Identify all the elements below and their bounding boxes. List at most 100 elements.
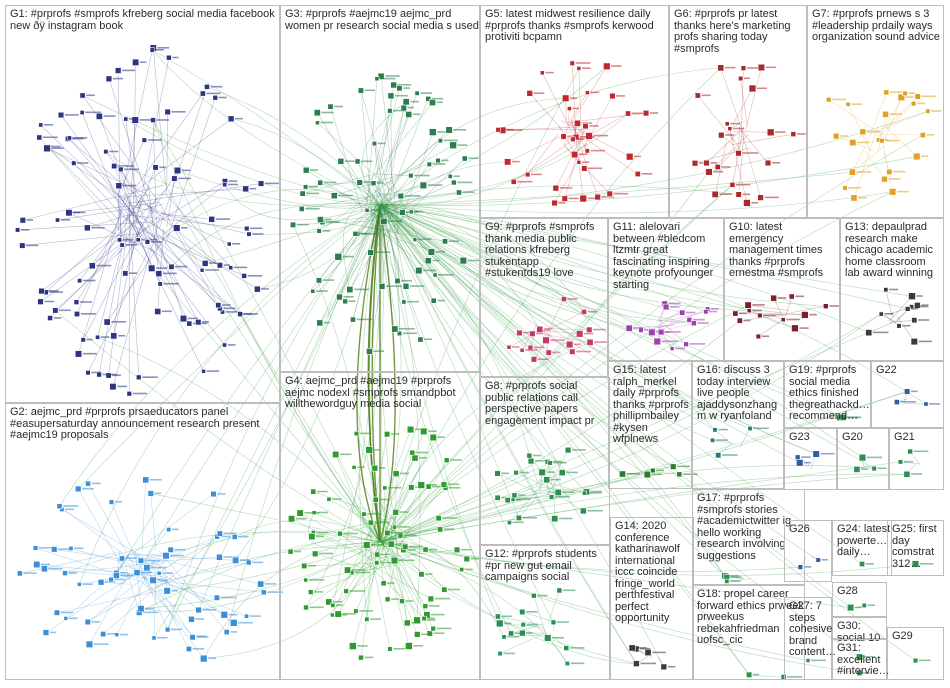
vertex-caption-mark bbox=[503, 652, 516, 655]
vertex-g1 bbox=[141, 137, 147, 143]
edge bbox=[670, 308, 708, 325]
edge bbox=[521, 324, 537, 351]
edge bbox=[369, 532, 388, 569]
edge bbox=[119, 239, 143, 245]
vertex-g3 bbox=[428, 99, 436, 107]
vertex-caption-mark bbox=[441, 159, 449, 162]
vertex-caption-mark bbox=[415, 451, 429, 454]
vertex-g21 bbox=[903, 470, 911, 478]
vertex-g5 bbox=[573, 119, 581, 127]
edge bbox=[19, 552, 120, 574]
vertex-g1 bbox=[71, 160, 77, 166]
vertex-caption-mark bbox=[501, 615, 512, 618]
vertex-caption-mark bbox=[437, 299, 446, 302]
vertex-caption-mark bbox=[404, 195, 421, 197]
edge bbox=[106, 235, 166, 323]
inter-group-edge bbox=[379, 320, 741, 543]
edge bbox=[87, 249, 150, 373]
vertex-caption-mark bbox=[122, 184, 137, 187]
vertex-caption-mark bbox=[570, 662, 585, 665]
vertex-caption-mark bbox=[677, 465, 690, 468]
vertex-caption-mark bbox=[296, 223, 309, 226]
edge bbox=[67, 138, 164, 219]
vertex-caption-mark bbox=[613, 192, 629, 195]
vertex-g22 bbox=[923, 401, 929, 407]
vertex-g4 bbox=[406, 425, 415, 434]
vertex-g1 bbox=[246, 231, 252, 237]
group-cell-g20: G20 bbox=[837, 428, 889, 490]
inter-group-edge bbox=[77, 204, 381, 490]
vertex-g3 bbox=[317, 179, 324, 186]
vertex-g1 bbox=[155, 270, 163, 278]
edge bbox=[543, 334, 591, 343]
vertex-g1 bbox=[179, 314, 188, 323]
vertex-g1 bbox=[118, 166, 124, 173]
vertex-caption-mark bbox=[398, 559, 415, 562]
inter-group-edge bbox=[379, 68, 580, 543]
vertex-caption-mark bbox=[587, 509, 603, 512]
vertex-g11 bbox=[669, 346, 675, 351]
group-cell-g28: G28 bbox=[832, 582, 887, 617]
vertex-g5 bbox=[526, 90, 533, 97]
vertex-caption-mark bbox=[150, 241, 162, 243]
edge bbox=[714, 429, 734, 446]
vertex-caption-mark bbox=[118, 334, 126, 337]
vertex-caption-mark bbox=[44, 300, 54, 303]
edge bbox=[125, 222, 143, 274]
vertex-caption-mark bbox=[223, 532, 236, 535]
vertex-caption-mark bbox=[532, 454, 542, 457]
vertex-g6 bbox=[735, 150, 742, 157]
vertex-g1 bbox=[131, 116, 139, 124]
edge bbox=[121, 554, 140, 613]
vertex-caption-mark bbox=[589, 125, 599, 127]
inter-group-edge bbox=[332, 204, 382, 606]
edge bbox=[73, 162, 128, 222]
vertex-g4 bbox=[363, 541, 371, 549]
vertex-g4 bbox=[387, 540, 395, 548]
inter-group-edge bbox=[378, 204, 408, 624]
vertex-caption-mark bbox=[811, 659, 826, 662]
vertex-caption-mark bbox=[192, 648, 205, 650]
group-cell-g8: G8: #prprofs social public relations cal… bbox=[480, 377, 610, 545]
vertex-g9 bbox=[569, 348, 576, 355]
vertex-caption-mark bbox=[919, 563, 934, 565]
vertex-caption-mark bbox=[387, 486, 402, 489]
edge bbox=[564, 122, 587, 199]
vertex-g3 bbox=[316, 319, 324, 327]
vertex-caption-mark bbox=[865, 563, 874, 565]
vertex-g3 bbox=[342, 298, 349, 305]
edge bbox=[125, 167, 156, 242]
edge bbox=[108, 78, 155, 219]
inter-group-edge bbox=[205, 204, 381, 264]
inter-group-edge bbox=[47, 146, 381, 543]
vertex-g4 bbox=[296, 509, 304, 517]
edge bbox=[739, 428, 751, 448]
vertex-g28 bbox=[846, 603, 855, 612]
vertex-caption-mark bbox=[321, 111, 334, 114]
vertex-caption-mark bbox=[432, 485, 443, 488]
vertex-g4 bbox=[453, 546, 461, 553]
vertex-caption-mark bbox=[668, 302, 681, 305]
vertex-g3 bbox=[408, 209, 414, 215]
vertex-caption-mark bbox=[730, 122, 741, 125]
vertex-caption-mark bbox=[172, 56, 179, 59]
vertex-caption-mark bbox=[736, 183, 751, 186]
vertex-caption-mark bbox=[360, 232, 376, 235]
vertex-g5 bbox=[594, 193, 601, 201]
vertex-caption-mark bbox=[60, 611, 73, 614]
vertex-g1 bbox=[114, 67, 122, 74]
vertex-caption-mark bbox=[239, 559, 250, 561]
edge bbox=[87, 203, 164, 229]
vertex-caption-mark bbox=[306, 192, 320, 195]
vertex-caption-mark bbox=[264, 182, 281, 185]
vertex-caption-mark bbox=[122, 238, 133, 241]
edge bbox=[365, 457, 416, 540]
edge bbox=[355, 212, 380, 235]
vertex-g5 bbox=[584, 148, 590, 154]
vertex-g2 bbox=[85, 480, 91, 487]
vertex-g11 bbox=[703, 309, 709, 315]
vertex-g3 bbox=[402, 282, 410, 290]
vertex-g12 bbox=[501, 634, 507, 640]
vertex-g1 bbox=[126, 390, 133, 397]
vertex-g5 bbox=[561, 94, 570, 102]
